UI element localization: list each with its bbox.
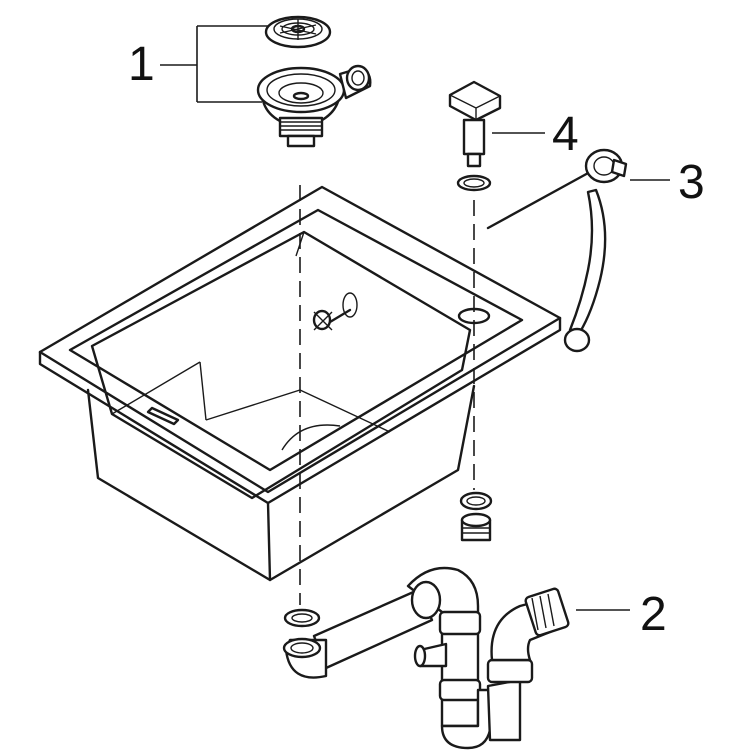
siphon-trap	[282, 566, 570, 750]
callout-2-label: 2	[640, 588, 667, 641]
strainer-waste-assembly	[256, 15, 372, 148]
callout-3-label: 3	[678, 156, 705, 209]
tap-hole-nut	[459, 491, 493, 542]
drain-body	[256, 64, 372, 148]
overflow-hose	[312, 148, 628, 353]
tap-hole-plug	[448, 80, 502, 192]
strainer-cap	[264, 15, 332, 49]
callout-leaders	[160, 25, 670, 611]
callout-4-label: 4	[552, 108, 579, 161]
callout-1-label: 1	[128, 38, 155, 91]
